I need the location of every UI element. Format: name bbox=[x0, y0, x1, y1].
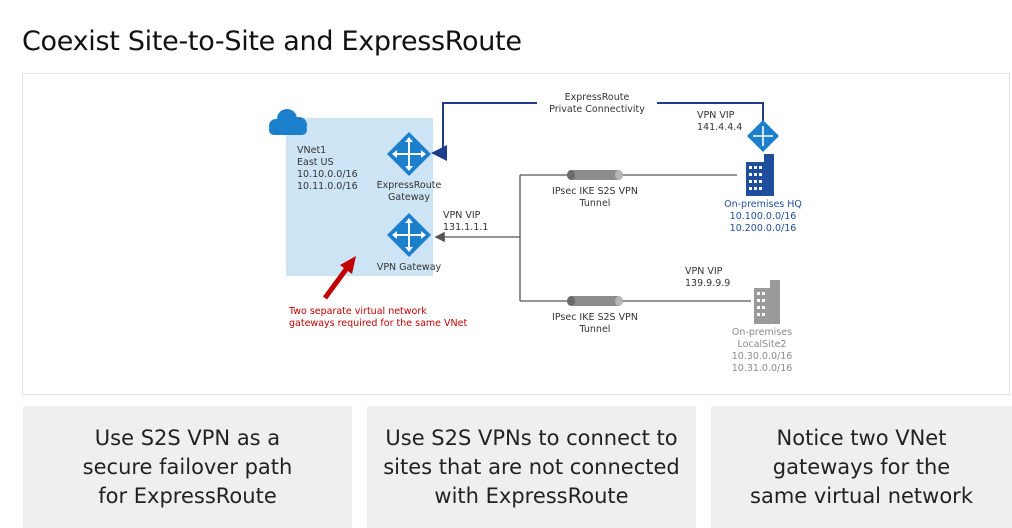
page-title: Coexist Site-to-Site and ExpressRoute bbox=[22, 26, 522, 57]
info-card-failover: Use S2S VPN as a secure failover path fo… bbox=[23, 406, 352, 528]
expressroute-gateway-icon bbox=[387, 132, 431, 176]
hq-router-icon bbox=[747, 120, 779, 152]
local-site-building-icon bbox=[754, 280, 780, 324]
vnet-info: VNet1 East US 10.10.0.0/16 10.11.0.0/16 bbox=[297, 145, 358, 193]
tunnel-label: IPsec IKE S2S VPN Tunnel bbox=[552, 312, 638, 335]
network-diagram: VNet1 East US 10.10.0.0/16 10.11.0.0/16 … bbox=[22, 73, 1010, 395]
cloud-icon bbox=[269, 109, 307, 135]
hq-building-icon bbox=[746, 154, 774, 196]
tunnel-label: IPsec IKE S2S VPN Tunnel bbox=[552, 186, 638, 209]
expressroute-link-label: ExpressRoute Private Connectivity bbox=[537, 92, 657, 116]
vnet-prefix: 10.11.0.0/16 bbox=[297, 181, 358, 192]
info-card-two-gateways: Notice two VNet gateways for the same vi… bbox=[711, 406, 1012, 528]
tunnel-pipe-icon bbox=[567, 296, 623, 306]
info-card-s2s-sites: Use S2S VPNs to connect to sites that ar… bbox=[367, 406, 696, 528]
hq-site-name: On-premises HQ bbox=[724, 199, 802, 210]
expressroute-link bbox=[431, 102, 764, 161]
diagram-canvas bbox=[269, 102, 780, 324]
gateway-annotation: Two separate virtual network gateways re… bbox=[289, 306, 468, 329]
expressroute-gateway-label: ExpressRoute Gateway bbox=[376, 180, 442, 203]
vnet-prefix: 10.10.0.0/16 bbox=[297, 169, 358, 180]
hq-site-info: On-premises HQ 10.100.0.0/16 10.200.0.0/… bbox=[709, 199, 817, 235]
local-site-info: On-premises LocalSite2 10.30.0.0/16 10.3… bbox=[731, 327, 793, 374]
local-site-vpn-vip: VPN VIP 139.9.9.9 bbox=[685, 266, 731, 289]
hq-vpn-vip: VPN VIP 141.4.4.4 bbox=[697, 110, 743, 133]
vpn-gateway-icon bbox=[387, 213, 431, 257]
red-arrow-icon bbox=[322, 256, 356, 300]
vnet-vpn-vip: VPN VIP 131.1.1.1 bbox=[443, 210, 489, 233]
vnet-name: VNet1 bbox=[297, 145, 327, 156]
tunnel-pipe-icon bbox=[567, 170, 623, 180]
vpn-gateway-label: VPN Gateway bbox=[376, 262, 442, 273]
vnet-region: East US bbox=[297, 157, 334, 168]
